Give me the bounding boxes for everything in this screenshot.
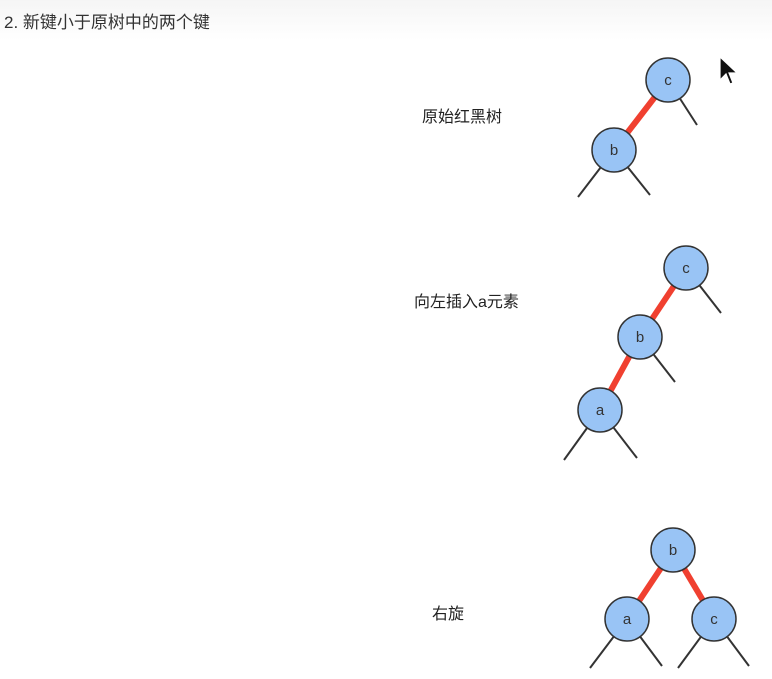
- node-label: a: [623, 611, 632, 628]
- caption-original-tree: 原始红黑树: [422, 109, 503, 126]
- node-label: c: [664, 72, 672, 89]
- node-label: b: [669, 542, 677, 559]
- mouse-pointer-icon: [719, 56, 739, 85]
- caption-insert-left: 向左插入a元素: [414, 294, 519, 311]
- node-label: b: [636, 329, 644, 346]
- tree-after-insert: c b a: [563, 245, 722, 461]
- tree-node-b: b: [650, 527, 696, 573]
- tree-node-b: b: [617, 314, 663, 360]
- header-bar: 2. 新键小于原树中的两个键: [0, 0, 772, 40]
- node-label: a: [596, 402, 605, 419]
- node-label: b: [610, 142, 618, 159]
- tree-node-a: a: [577, 387, 623, 433]
- tree-node-c: c: [691, 596, 737, 642]
- tree-node-a: a: [604, 596, 650, 642]
- node-label: c: [710, 611, 718, 628]
- tree-node-c: c: [663, 245, 709, 291]
- section-title: 2. 新键小于原树中的两个键: [4, 13, 210, 32]
- tree-original: c b: [577, 57, 698, 198]
- tree-node-c: c: [645, 57, 691, 103]
- tree-after-rotation: b a c: [589, 527, 750, 669]
- node-label: c: [682, 260, 690, 277]
- caption-rotate-right: 右旋: [432, 606, 465, 623]
- tree-node-b: b: [591, 127, 637, 173]
